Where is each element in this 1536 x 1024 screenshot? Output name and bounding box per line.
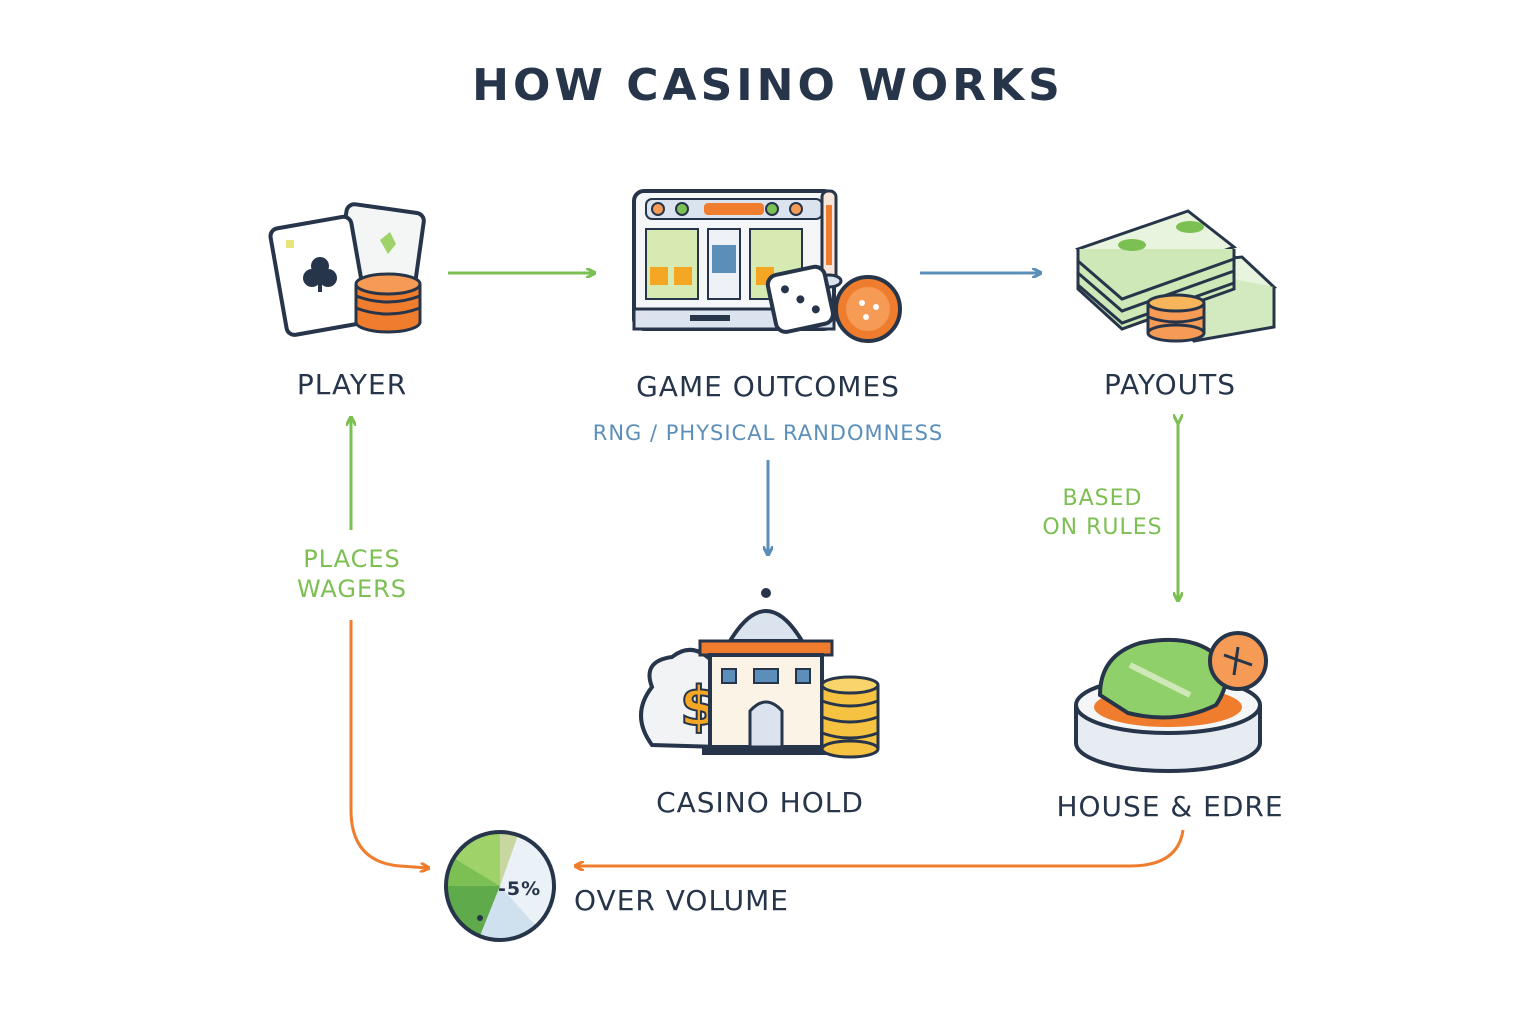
casino-building-icon: $ [639,588,880,759]
pie-chart-icon [444,830,556,942]
edge-label-places: PLACES [303,545,401,573]
edge-label-on-rules: ON RULES [1042,515,1163,540]
node-game-outcomes-sublabel: RNG / PHYSICAL RANDOMNESS [592,421,944,445]
arrow-house-to-volume [576,829,1185,866]
playing-cards-icon [268,202,426,337]
arrow-wagers-to-volume [349,620,428,868]
node-payouts-label: PAYOUTS [1103,368,1237,401]
edge-label-based-on-rules: BASED ON RULES [1020,484,1185,542]
node-casino-hold-label: CASINO HOLD [656,786,864,819]
edge-label-based: BASED [1062,486,1143,511]
edge-label-wagers: WAGERS [296,575,408,603]
slot-machine-icon [632,189,902,343]
node-player-label: PLAYER [296,368,408,401]
money-stack-icon [1075,209,1278,343]
house-edge-plate-icon [1074,631,1268,773]
pie-percent-label: -5% [498,878,542,900]
edge-label-places-wagers: PLACES WAGERS [262,544,442,604]
node-house-edge-label: HOUSE & EDRE [1056,790,1284,823]
node-game-outcomes-label: GAME OUTCOMES [636,370,900,403]
node-over-volume-label: OVER VOLUME [574,884,789,917]
diagram-title: HOW CASINO WORKS [472,60,1064,111]
